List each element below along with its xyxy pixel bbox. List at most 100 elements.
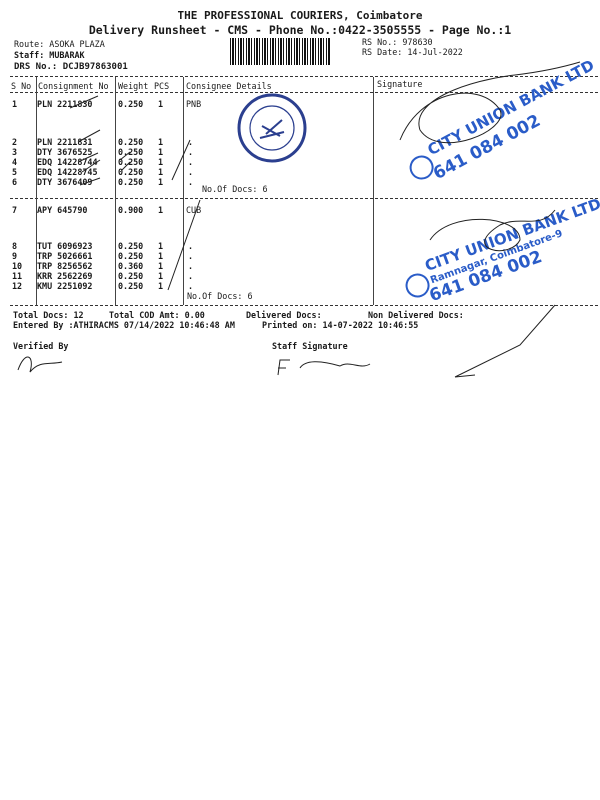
col-pcs: PCS	[154, 81, 170, 91]
sno: 11	[12, 271, 23, 281]
divider	[10, 92, 598, 93]
company-title: THE PROFESSIONAL COURIERS, Coimbatore	[177, 9, 423, 22]
pcs: 1	[158, 157, 164, 167]
col-consignment: Consignment No	[38, 81, 109, 91]
cub-stamp-2: CITY UNION BANK LTD Ramnagar, Coimbatore…	[405, 195, 600, 306]
consignment-no: TRP 8256562	[37, 261, 93, 271]
total-docs: Total Docs: 12	[13, 310, 84, 320]
route: Route: ASOKA PLAZA	[14, 39, 105, 49]
pcs: 1	[158, 251, 164, 261]
consignment-no: KMU 2251092	[37, 281, 93, 291]
verified-by-label: Verified By	[13, 341, 69, 351]
consignment-no: EDQ 14228744	[37, 157, 98, 167]
consignment-no: KRR 2562269	[37, 271, 93, 281]
consignee-detail: .	[188, 137, 194, 147]
pcs: 1	[158, 99, 164, 109]
weight: 0.250	[118, 241, 144, 251]
table-row: 1 PLN 2211830 0.250 1	[0, 99, 372, 109]
weight: 0.250	[118, 271, 144, 281]
entered-by: Entered By :ATHIRACMS 07/14/2022 10:46:4…	[13, 320, 235, 330]
sno: 7	[12, 205, 18, 215]
consignee-group-1: PNB	[186, 99, 202, 109]
stamp-place: Ramnagar, Coimbatore-9	[429, 228, 564, 286]
sno: 3	[12, 147, 18, 157]
table-row: 7 APY 645790 0.900 1	[0, 205, 372, 215]
sno: 2	[12, 137, 18, 147]
pcs: 1	[158, 271, 164, 281]
divider	[10, 305, 598, 306]
weight: 0.900	[118, 205, 144, 215]
col-signature: Signature	[377, 79, 423, 89]
table-row: 9 TRP 5026661 0.250 1.	[0, 251, 372, 261]
consignee-detail: .	[188, 157, 194, 167]
table-row: 6 DTY 3676409 0.250 1.	[0, 177, 372, 187]
staff-signature-label: Staff Signature	[272, 341, 348, 351]
sno: 1	[12, 99, 18, 109]
consignee-detail: .	[188, 251, 194, 261]
consignee-detail: .	[188, 241, 194, 251]
col-consignee: Consignee Details	[186, 81, 272, 91]
sno: 5	[12, 167, 18, 177]
consignee-detail: .	[188, 271, 194, 281]
weight: 0.250	[118, 177, 144, 187]
weight: 0.250	[118, 167, 144, 177]
pcs: 1	[158, 177, 164, 187]
weight: 0.250	[118, 157, 144, 167]
rs-date: RS Date: 14-Jul-2022	[362, 47, 463, 57]
weight: 0.250	[118, 251, 144, 261]
sno: 6	[12, 177, 18, 187]
col-weight: Weight	[118, 81, 149, 91]
consignment-no: DTY 3676409	[37, 177, 93, 187]
pcs: 1	[158, 147, 164, 157]
column-divider	[115, 77, 116, 305]
pcs: 1	[158, 167, 164, 177]
drs-no: DRS No.: DCJB97863001	[14, 62, 128, 72]
stamp-code: 641 084 002	[427, 247, 545, 306]
consignee-detail: .	[188, 261, 194, 271]
consignment-no: PLN 2211831	[37, 137, 93, 147]
sno: 9	[12, 251, 18, 261]
table-row: 11 KRR 2562269 0.250 1.	[0, 271, 372, 281]
printed-on: Printed on: 14-07-2022 10:46:55	[262, 320, 419, 330]
consignee-group-2: CUB	[186, 205, 202, 215]
rs-no: RS No.: 978630	[362, 37, 433, 47]
consignee-detail: .	[188, 281, 194, 291]
pcs: 1	[158, 205, 164, 215]
consignment-no: EDQ 14228745	[37, 167, 98, 177]
weight: 0.360	[118, 261, 144, 271]
column-divider	[36, 77, 37, 305]
pcs: 1	[158, 137, 164, 147]
table-row: 2 PLN 2211831 0.250 1.	[0, 137, 372, 147]
col-sno: S No	[11, 81, 32, 91]
divider	[10, 198, 598, 199]
weight: 0.250	[118, 281, 144, 291]
pcs: 1	[158, 261, 164, 271]
sno: 12	[12, 281, 23, 291]
stamp-text: CITY UNION BANK LTD	[422, 195, 600, 276]
consignment-no: APY 645790	[37, 205, 88, 215]
delivered-docs: Delivered Docs:	[246, 310, 322, 320]
docs-count-group-1: No.Of Docs: 6	[202, 184, 268, 194]
runsheet-subtitle: Delivery Runsheet - CMS - Phone No.:0422…	[88, 23, 512, 37]
stamp-code: 641 084 002	[430, 111, 544, 184]
column-divider	[373, 77, 374, 305]
weight: 0.250	[118, 137, 144, 147]
stamp-text: CITY UNION BANK LTD	[425, 56, 598, 159]
weight: 0.250	[118, 99, 144, 109]
consignee-detail: .	[188, 147, 194, 157]
consignee-detail: .	[188, 177, 194, 187]
non-delivered-docs: Non Delivered Docs:	[368, 310, 464, 320]
staff: Staff: MUBARAK	[14, 50, 85, 60]
consignment-no: PLN 2211830	[37, 99, 93, 109]
sno: 8	[12, 241, 18, 251]
consignment-no: TRP 5026661	[37, 251, 93, 261]
consignee-detail: .	[188, 167, 194, 177]
total-cod: Total COD Amt: 0.00	[109, 310, 205, 320]
consignment-no: TUT 6096923	[37, 241, 93, 251]
